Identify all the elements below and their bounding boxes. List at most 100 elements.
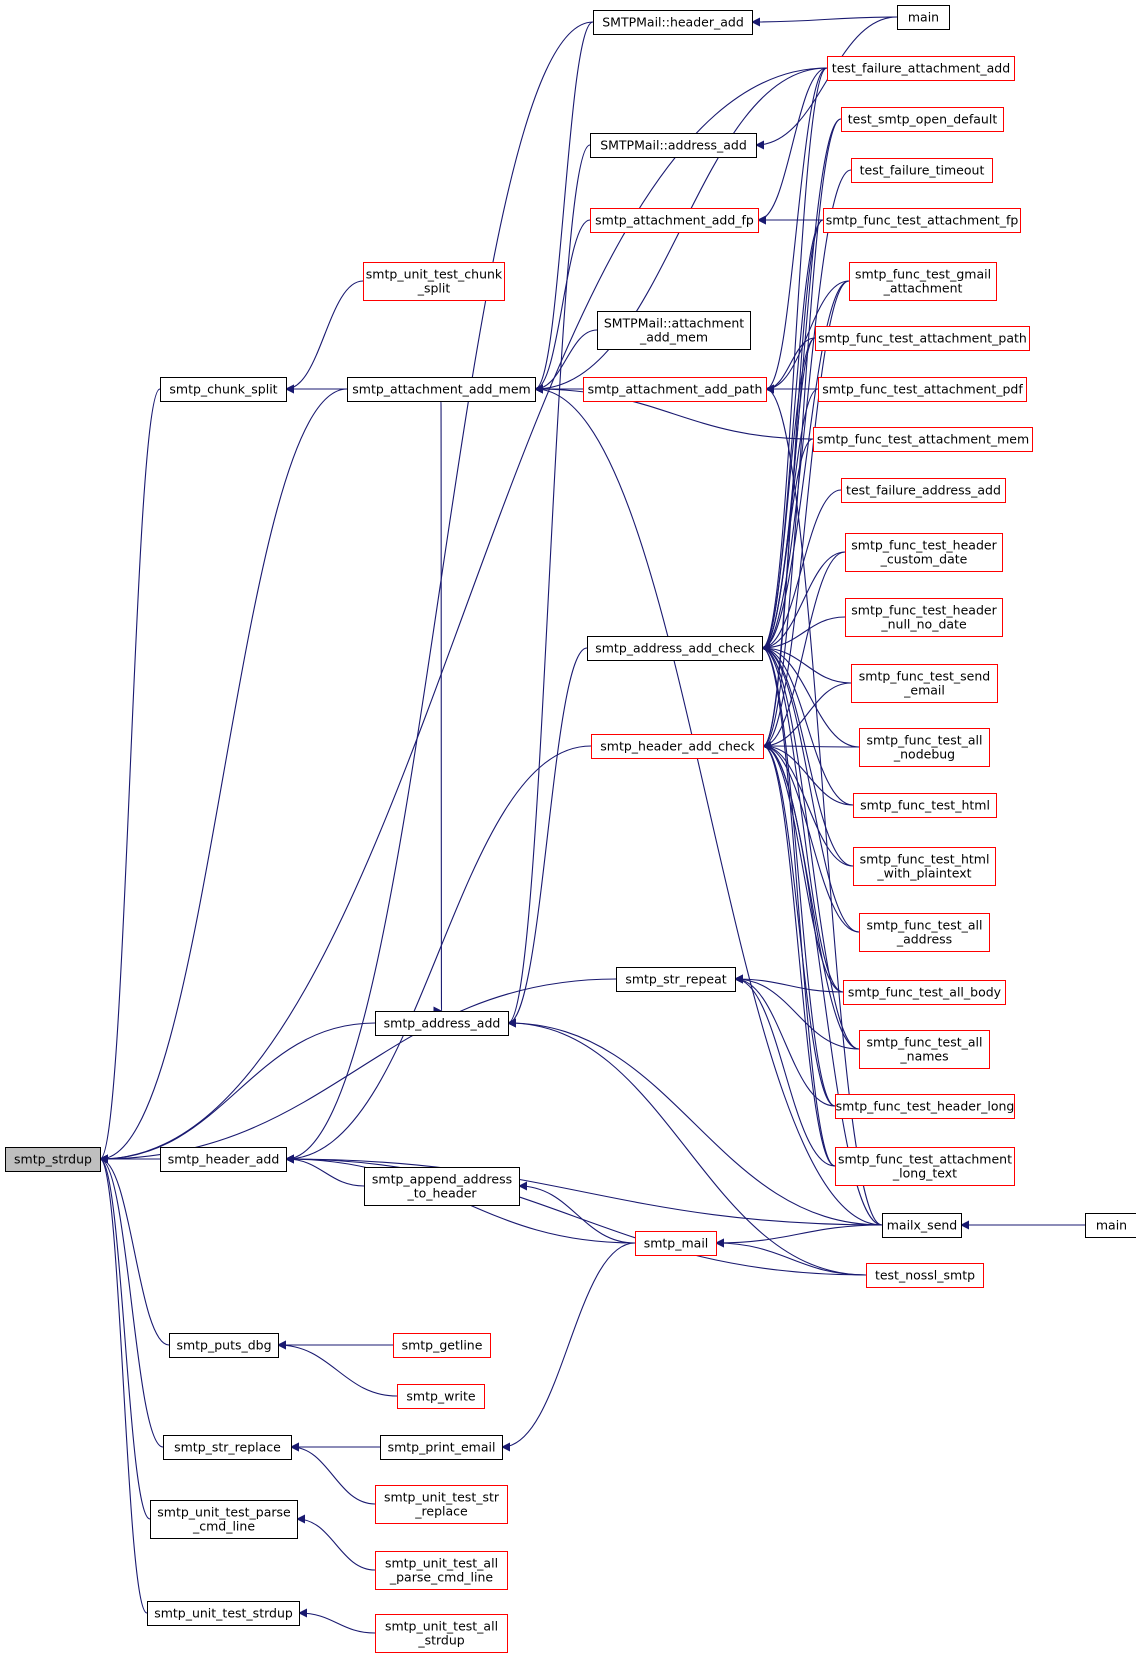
node-box — [160, 377, 287, 402]
node-smtp-chunk-split[interactable]: smtp_chunk_split — [160, 377, 287, 402]
node-label: smtp_strdup — [14, 1152, 92, 1167]
node-smtp-str-replace[interactable]: smtp_str_replace — [163, 1435, 292, 1460]
edge-mailx_send-to-smtp_address_add — [507, 1018, 883, 1226]
node-smtp-func-test-send-email[interactable]: smtp_func_test_send_email — [851, 664, 998, 703]
edge-path — [761, 438, 814, 653]
node-smtpmail-header-add[interactable]: SMTPMail::header_add — [593, 10, 753, 35]
node-smtp-func-test-header-custom-date[interactable]: smtp_func_test_header_custom_date — [845, 533, 1003, 572]
node-smtp-mail[interactable]: smtp_mail — [635, 1231, 717, 1256]
node-smtp-func-test-attachment-mem[interactable]: smtp_func_test_attachment_mem — [813, 427, 1033, 452]
node-smtp-unit-test-all-strdup[interactable]: smtp_unit_test_all_strdup — [375, 1614, 508, 1653]
node-smtp-func-test-attachment-long-text[interactable]: smtp_func_test_attachment_long_text — [835, 1147, 1015, 1186]
node-smtp-address-add[interactable]: smtp_address_add — [375, 1011, 509, 1036]
edge-path — [534, 219, 591, 394]
edge-path — [734, 974, 836, 1167]
node-label: test_failure_timeout — [860, 163, 985, 178]
node-smtp-func-test-gmail-attachment[interactable]: smtp_func_test_gmail_attachment — [849, 262, 997, 301]
edge-path — [734, 974, 844, 993]
edge-smtp_func_test_attachment_long_text-to-smtp_str_repeat — [734, 974, 836, 1167]
node-smtp-func-test-all-address[interactable]: smtp_func_test_all_address — [859, 913, 990, 952]
node-smtp-append-address-to-header[interactable]: smtp_append_address_to_header — [364, 1167, 520, 1206]
node-smtp-address-add-check[interactable]: smtp_address_add_check — [587, 636, 763, 661]
edge-path — [762, 741, 854, 867]
edge-path — [762, 551, 846, 751]
edge-smtp_write-to-smtp_puts_dbg — [277, 1340, 398, 1397]
node-smtp-func-test-html[interactable]: smtp_func_test_html — [853, 793, 997, 818]
edge-path — [761, 643, 854, 806]
node-test-failure-timeout[interactable]: test_failure_timeout — [851, 158, 993, 183]
node-box — [364, 1167, 520, 1206]
node-smtp-str-repeat[interactable]: smtp_str_repeat — [616, 967, 736, 992]
edge-path — [534, 329, 598, 394]
edge-mailx_send-to-smtp_header_add — [285, 1154, 883, 1226]
edge-smtp_func_test_send_email-to-smtp_address_add_check — [761, 643, 852, 684]
node-label: smtp_func_test_attachment_mem — [817, 432, 1029, 447]
node-smtpmail-address-add[interactable]: SMTPMail::address_add — [590, 133, 757, 158]
node-box — [5, 1147, 101, 1172]
node-box — [169, 1333, 279, 1358]
node-smtp-unit-test-parse-cmd-line[interactable]: smtp_unit_test_parse_cmd_line — [150, 1500, 298, 1539]
node-smtp-unit-test-all-parse-cmd-line[interactable]: smtp_unit_test_all_parse_cmd_line — [375, 1551, 508, 1590]
edge-path — [285, 745, 592, 1164]
edge-smtp_func_test_header_custom_date-to-smtp_header_add_check — [762, 551, 846, 751]
edge-path — [715, 1224, 883, 1248]
node-label: SMTPMail::header_add — [602, 15, 744, 30]
node-smtp-header-add[interactable]: smtp_header_add — [160, 1147, 287, 1172]
node-box — [147, 1601, 300, 1626]
edge-smtp_func_test_header_long-to-smtp_header_add_check — [762, 741, 836, 1107]
node-smtp-unit-test-chunk-split[interactable]: smtp_unit_test_chunk_split — [363, 262, 505, 301]
node-smtp-unit-test-str-replace[interactable]: smtp_unit_test_str_replace — [375, 1485, 508, 1524]
edge-path — [99, 1154, 151, 1520]
node-label: _nodebug — [893, 747, 955, 762]
node-test-failure-address-add[interactable]: test_failure_address_add — [841, 478, 1006, 503]
node-smtp-func-test-all-body[interactable]: smtp_func_test_all_body — [843, 980, 1006, 1005]
edge-smtp_func_test_attachment_long_text-to-smtp_header_add_check — [762, 741, 836, 1167]
node-label: test_failure_address_add — [846, 483, 1001, 498]
node-smtp-func-test-attachment-fp[interactable]: smtp_func_test_attachment_fp — [823, 208, 1021, 233]
edge-test_nossl_smtp-to-smtp_header_add — [285, 1154, 867, 1276]
node-box — [593, 10, 753, 35]
node-test-failure-attachment-add[interactable]: test_failure_attachment_add — [827, 56, 1015, 81]
node-label: smtp_attachment_add_path — [588, 382, 763, 397]
node-mailx-send[interactable]: mailx_send — [882, 1213, 962, 1238]
edge-path — [277, 1340, 398, 1397]
node-smtp-func-test-header-null-no-date[interactable]: smtp_func_test_header_null_no_date — [845, 598, 1003, 637]
edge-path — [761, 643, 860, 1050]
node-box — [375, 1551, 508, 1590]
node-test-smtp-open-default[interactable]: test_smtp_open_default — [841, 107, 1004, 132]
node-label: _replace — [414, 1504, 468, 1519]
node-smtp-attachment-add-path[interactable]: smtp_attachment_add_path — [583, 377, 767, 402]
node-main-2[interactable]: main — [1085, 1213, 1136, 1238]
node-smtp-getline[interactable]: smtp_getline — [393, 1333, 491, 1358]
node-smtp-attachment-add-fp[interactable]: smtp_attachment_add_fp — [590, 208, 759, 233]
node-label: SMTPMail::attachment — [604, 316, 744, 331]
node-smtp-puts-dbg[interactable]: smtp_puts_dbg — [169, 1333, 279, 1358]
node-test-nossl-smtp[interactable]: test_nossl_smtp — [866, 1263, 984, 1288]
node-smtpmail-attachment-add-mem[interactable]: SMTPMail::attachment_add_mem — [597, 311, 751, 350]
node-smtp-print-email[interactable]: smtp_print_email — [380, 1435, 503, 1460]
node-label: smtp_unit_test_parse — [157, 1505, 291, 1520]
node-main-1[interactable]: main — [897, 5, 950, 30]
edge-path — [290, 1442, 376, 1505]
node-smtp-func-test-all-names[interactable]: smtp_func_test_all_names — [859, 1030, 990, 1069]
node-smtp-write[interactable]: smtp_write — [397, 1384, 485, 1409]
node-smtp-func-test-attachment-path[interactable]: smtp_func_test_attachment_path — [815, 326, 1030, 351]
edge-path — [757, 67, 828, 225]
edge-smtp_func_test_html-to-smtp_header_add_check — [762, 741, 854, 806]
node-label: smtp_func_test_header — [851, 538, 997, 553]
node-smtp-header-add-check[interactable]: smtp_header_add_check — [591, 734, 764, 759]
node-box — [590, 208, 759, 233]
node-smtp-func-test-all-nodebug[interactable]: smtp_func_test_all_nodebug — [859, 728, 990, 767]
edge-test_failure_attachment_add-to-smtp_address_add_check — [761, 67, 828, 653]
node-box — [866, 1263, 984, 1288]
node-smtp-unit-test-strdup[interactable]: smtp_unit_test_strdup — [147, 1601, 300, 1626]
node-smtp-func-test-attachment-pdf[interactable]: smtp_func_test_attachment_pdf — [818, 377, 1027, 402]
node-box — [380, 1435, 503, 1460]
node-smtp-func-test-header-long[interactable]: smtp_func_test_header_long — [835, 1094, 1015, 1119]
node-smtp-func-test-html-with-plaintext[interactable]: smtp_func_test_html_with_plaintext — [853, 847, 996, 886]
node-smtp-strdup[interactable]: smtp_strdup — [5, 1147, 101, 1172]
edge-smtp_func_test_header_long-to-smtp_str_repeat — [734, 974, 836, 1107]
node-smtp-attachment-add-mem[interactable]: smtp_attachment_add_mem — [347, 377, 536, 402]
node-label: smtp_header_add — [168, 1152, 280, 1167]
